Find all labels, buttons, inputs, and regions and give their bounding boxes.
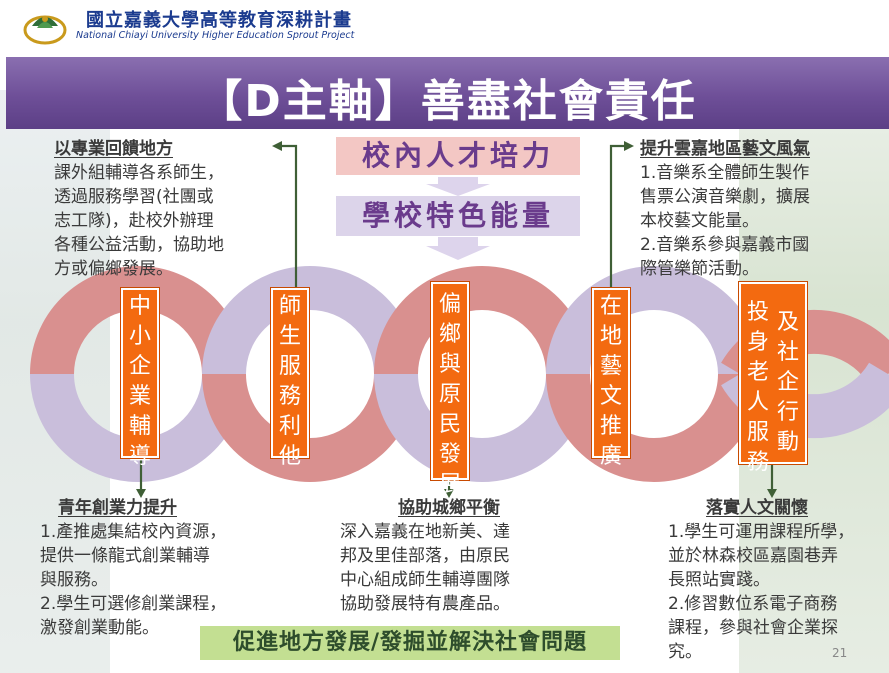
school-name-chinese: 國立嘉義大學高等教育深耕計畫	[86, 10, 352, 31]
top-left-block: 以專業回饋地方 課外組輔導各系師生， 透過服務學習(社團或 志工隊)，赴校外辦理…	[54, 137, 294, 281]
wave-arc-4-top	[546, 266, 762, 375]
pillar-label: 師生服務利他	[278, 294, 301, 469]
school-name-english: National Chiayi University Higher Educat…	[76, 30, 355, 41]
bottom-right-line: 2.修習數位系電子商務	[668, 594, 838, 614]
header: 國立嘉義大學高等教育深耕計畫 National Chiayi Universit…	[0, 0, 889, 50]
pillar-elderly-social-enterprise: 投身老人服務 及社企行動	[739, 282, 807, 475]
pillar-sme-mentoring: 中小企業輔導	[121, 288, 159, 469]
title-bar: 【D主軸】善盡社會責任	[6, 57, 889, 129]
wave-arc-3-top	[374, 266, 590, 375]
down-arrow-2	[426, 237, 490, 260]
top-right-line: 本校藝文能量。	[640, 211, 759, 231]
top-left-line: 志工隊)，赴校外辦理	[54, 211, 214, 231]
bottom-right-line: 長照站實踐。	[668, 570, 770, 590]
connector-arrows	[136, 141, 777, 498]
pillar-label: 在地藝文推廣	[599, 294, 622, 469]
bottom-mid-line: 協助發展特有農產品。	[340, 594, 510, 614]
top-right-line: 際管樂節活動。	[640, 259, 759, 279]
bottom-left-line: 提供一條龍式創業輔導	[40, 546, 210, 566]
top-right-line: 2.音樂系參與嘉義市國	[640, 235, 810, 255]
arrow-to-bottom-left-head	[136, 489, 146, 498]
down-arrow-1	[426, 177, 490, 196]
university-logo-icon	[23, 15, 67, 45]
bottom-left-heading: 青年創業力提升	[58, 498, 177, 518]
bottom-right-line: 究。	[668, 642, 702, 662]
center-down-arrows	[426, 177, 490, 260]
wave-arc-2-bottom	[202, 373, 418, 482]
bottom-mid-heading: 協助城鄉平衡	[398, 498, 500, 518]
arrow-to-bottom-mid-head	[444, 489, 454, 498]
pillar-label: 中小企業輔導	[128, 294, 151, 469]
talent-cultivation-box: 校內人才培力	[336, 137, 580, 175]
bottom-right-line: 並於林森校區嘉園巷弄	[668, 546, 838, 566]
top-right-block: 提升雲嘉地區藝文風氣 1.音樂系全體師生製作 售票公演音樂劇，擴展 本校藝文能量…	[640, 137, 876, 281]
arrow-to-top-right-head	[624, 141, 634, 151]
pillar-label: 投身老人服務	[746, 300, 769, 475]
wave-arc-2-top	[202, 266, 418, 375]
bottom-mid-line: 中心組成師生輔導團隊	[340, 570, 510, 590]
bottom-left-line: 2.學生可選修創業課程，	[40, 594, 227, 614]
top-left-line: 課外組輔導各系師生，	[54, 163, 224, 183]
arrow-to-top-right	[609, 144, 625, 290]
top-right-heading: 提升雲嘉地區藝文風氣	[640, 139, 810, 159]
bottom-left-line: 激發創業動能。	[40, 618, 159, 638]
top-right-line: 1.音樂系全體師生製作	[640, 163, 810, 183]
bottom-right-block: 落實人文關懷 1.學生可運用課程所學， 並於林森校區嘉園巷弄 長照站實踐。 2.…	[668, 496, 884, 664]
slogan-banner: 促進地方發展/發掘並解決社會問題	[200, 626, 620, 660]
top-left-line: 方或偏鄉發展。	[54, 259, 173, 279]
bottom-left-line: 與服務。	[40, 570, 108, 590]
pillar-label: 偏鄉與原民發展	[438, 292, 461, 497]
arrow-to-top-left-head	[272, 141, 282, 151]
bottom-mid-line: 邦及里佳部落，由原民	[340, 546, 510, 566]
pillar-service-learning: 師生服務利他	[271, 288, 309, 469]
top-left-heading: 以專業回饋地方	[54, 139, 173, 159]
bottom-left-line: 1.產推處集結校內資源，	[40, 522, 227, 542]
slide-title: 【D主軸】善盡社會責任	[198, 76, 697, 127]
top-left-line: 透過服務學習(社團或	[54, 187, 214, 207]
bottom-right-line: 課程，參與社會企業探	[668, 618, 838, 638]
arrow-to-bottom-right-head	[767, 489, 777, 498]
school-feature-box: 學校特色能量	[336, 196, 580, 236]
pillar-local-arts: 在地藝文推廣	[592, 288, 630, 469]
wave-arc-3-bottom	[374, 373, 590, 482]
wave-arc-4-bottom	[546, 373, 762, 482]
pillar-rural-indigenous: 偏鄉與原民發展	[431, 282, 469, 497]
top-right-line: 售票公演音樂劇，擴展	[640, 187, 810, 207]
bottom-mid-block: 協助城鄉平衡 深入嘉義在地新美、達 邦及里佳部落，由原民 中心組成師生輔導團隊 …	[340, 496, 578, 616]
arrow-to-top-left	[280, 144, 298, 290]
bottom-left-block: 青年創業力提升 1.產推處集結校內資源， 提供一條龍式創業輔導 與服務。 2.學…	[40, 496, 286, 640]
bottom-mid-line: 深入嘉義在地新美、達	[340, 522, 510, 542]
bottom-right-heading: 落實人文關懷	[706, 498, 808, 518]
top-left-line: 各種公益活動，協助地	[54, 235, 224, 255]
pillar-label-secondary: 及社企行動	[776, 310, 799, 455]
page-number: 21	[832, 646, 848, 660]
bottom-right-line: 1.學生可運用課程所學，	[668, 522, 855, 542]
